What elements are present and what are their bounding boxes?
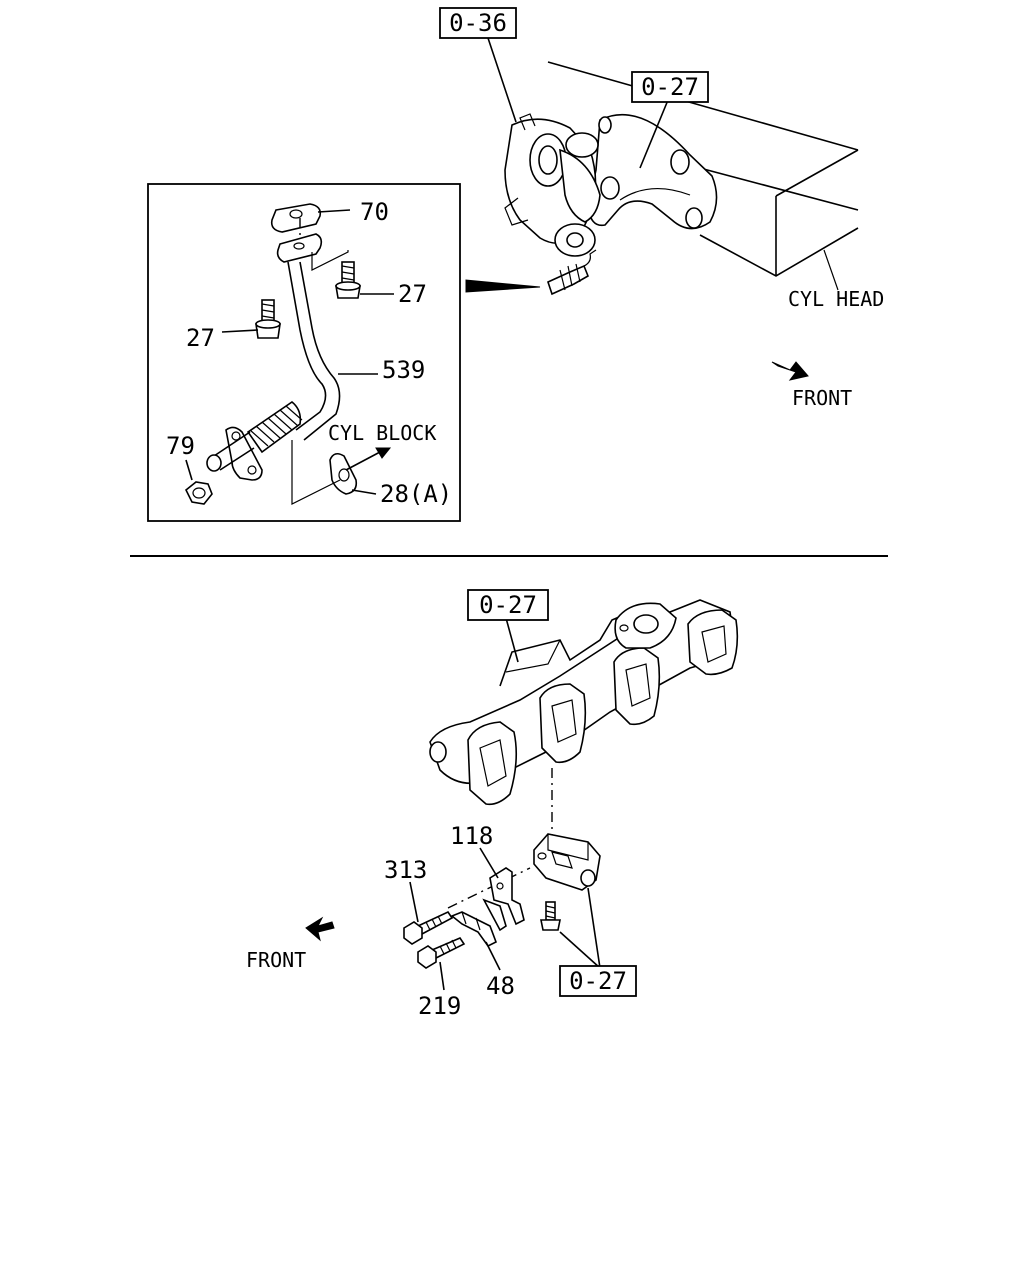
exhaust-manifold-top xyxy=(587,113,718,230)
ref-label-0-36: 0-36 xyxy=(449,9,507,37)
callout-313: 313 xyxy=(384,856,427,884)
bolt-219 xyxy=(417,937,466,969)
front-arrow-top xyxy=(771,361,809,381)
bolt-313 xyxy=(403,910,454,945)
callout-539: 539 xyxy=(382,356,425,384)
ref-box-0-27-top: 0-27 xyxy=(631,71,709,103)
front-label-top: FRONT xyxy=(792,386,852,410)
manifold-port-3 xyxy=(613,647,661,726)
callout-27-right: 27 xyxy=(398,280,427,308)
ref-box-0-36: 0-36 xyxy=(439,7,517,39)
pipe-corrugation xyxy=(246,401,303,454)
nut-79 xyxy=(184,459,213,505)
callout-79: 79 xyxy=(166,432,195,460)
leader-0-36 xyxy=(487,37,517,123)
ref-label-0-27-top: 0-27 xyxy=(641,73,699,101)
gasket-28a xyxy=(329,452,377,495)
detail-pointer-arrow xyxy=(465,279,541,293)
oil-return-fitting xyxy=(547,249,597,296)
clamp-48 xyxy=(450,898,507,948)
leader-0-27-top xyxy=(639,99,669,169)
manifold-port-4 xyxy=(687,609,739,676)
callout-219: 219 xyxy=(418,992,461,1020)
ref-box-0-27-lower: 0-27 xyxy=(559,965,637,997)
manifold-turbo-flange xyxy=(614,602,677,649)
callout-48: 48 xyxy=(486,972,515,1000)
turbocharger xyxy=(504,113,620,257)
exhaust-manifold-bottom xyxy=(429,599,739,806)
callout-118: 118 xyxy=(450,822,493,850)
bolt-27-right xyxy=(335,261,394,299)
callout-27-left: 27 xyxy=(186,324,215,352)
bolt-27-left xyxy=(221,299,281,339)
cyl-head-label: CYL HEAD xyxy=(788,287,884,311)
callout-28a: 28(A) xyxy=(380,480,452,508)
bracket-block xyxy=(533,833,601,891)
cyl-block-label: CYL BLOCK xyxy=(328,421,436,445)
leader-0-27-mid xyxy=(505,617,519,663)
clip-118 xyxy=(489,867,525,926)
ref-label-0-27-lower: 0-27 xyxy=(569,967,627,995)
bracket-bolt xyxy=(540,901,561,931)
manifold-port-2 xyxy=(539,683,587,764)
ref-box-0-27-mid: 0-27 xyxy=(467,589,549,621)
callout-70: 70 xyxy=(360,198,389,226)
oil-pipe-539 xyxy=(287,261,341,441)
front-label-bottom: FRONT xyxy=(246,948,306,972)
ref-label-0-27-mid: 0-27 xyxy=(479,591,537,619)
manifold-port-1 xyxy=(467,721,518,806)
inset-detail-box xyxy=(147,183,461,522)
front-arrow-bottom xyxy=(305,916,335,942)
